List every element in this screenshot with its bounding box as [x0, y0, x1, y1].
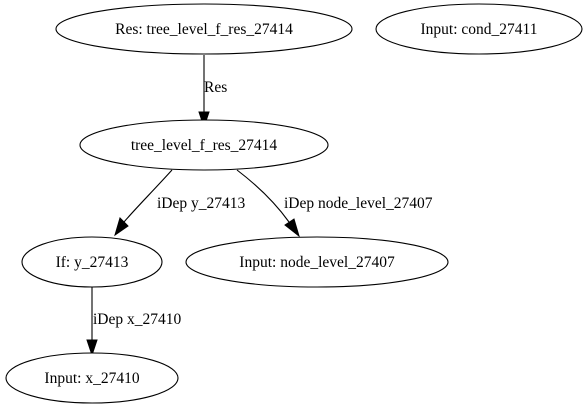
node-ellipse: [79, 119, 329, 171]
node-label: Input: x_27410: [44, 370, 139, 387]
edge-label-idep-y: iDep y_27413: [157, 195, 246, 212]
node-ellipse: [55, 3, 353, 55]
node-ellipse: [185, 236, 449, 288]
node-res: Res: tree_level_f_res_27414: [55, 3, 353, 55]
edge-res-to-tree: Res: [198, 55, 227, 129]
node-cond: Input: cond_27411: [375, 3, 583, 55]
node-label: Input: cond_27411: [421, 21, 538, 38]
edge-line: [236, 169, 290, 223]
node-label: If: y_27413: [56, 254, 129, 271]
node-node-level: Input: node_level_27407: [185, 236, 449, 288]
node-ellipse: [375, 3, 583, 55]
edge-label-idep-x: iDep x_27410: [93, 311, 182, 328]
edge-if-to-x: iDep x_27410: [86, 287, 182, 357]
node-ellipse: [5, 352, 179, 404]
edge-label-idep-node-level: iDep node_level_27407: [284, 195, 433, 212]
edge-tree-to-node-level: iDep node_level_27407: [236, 169, 433, 238]
node-label: tree_level_f_res_27414: [131, 137, 278, 154]
node-label: Input: node_level_27407: [239, 254, 395, 271]
node-ellipse: [21, 236, 163, 288]
node-x: Input: x_27410: [5, 352, 179, 404]
edge-line: [123, 169, 173, 223]
edge-tree-to-if: iDep y_27413: [114, 169, 246, 237]
node-tree-level: tree_level_f_res_27414: [79, 119, 329, 171]
node-if: If: y_27413: [21, 236, 163, 288]
arrow-head: [86, 339, 98, 357]
node-label: Res: tree_level_f_res_27414: [115, 21, 293, 38]
edge-label-res: Res: [204, 79, 227, 96]
arrow-head: [114, 217, 129, 237]
arrow-head: [284, 218, 300, 238]
